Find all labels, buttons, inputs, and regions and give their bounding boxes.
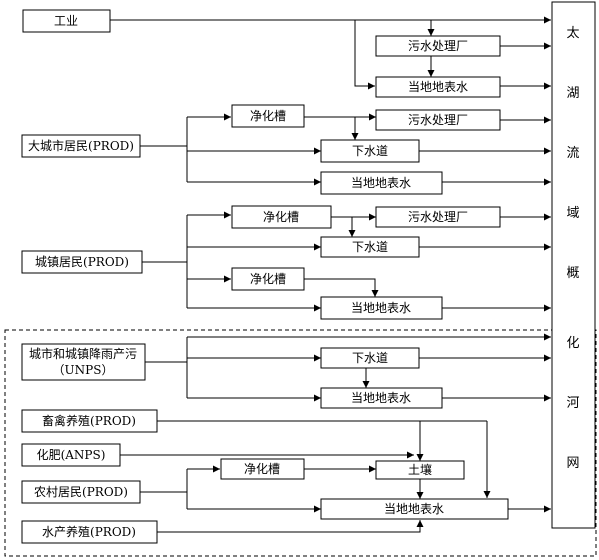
node-wwtp-2-label: 污水处理厂 <box>408 113 468 127</box>
node-soil: 土壤 <box>375 460 465 480</box>
node-septic-tank-2-label: 净化槽 <box>263 210 299 224</box>
node-big-city-residents-label: 大城市居民(PROD) <box>28 138 134 153</box>
node-soil-label: 土壤 <box>408 462 432 477</box>
node-septic-tank-4: 净化槽 <box>220 458 305 480</box>
taihu-char-5: 概 <box>566 266 579 281</box>
node-livestock-label: 畜禽养殖(PROD) <box>42 413 136 428</box>
node-rural-residents: 农村居民(PROD) <box>21 480 141 504</box>
node-urban-rain-pollution: 城市和城镇降雨产污 （UNPS） <box>21 343 146 381</box>
node-surface-water-5: 当地地表水 <box>320 498 509 520</box>
node-big-city-residents: 大城市居民(PROD) <box>21 134 141 158</box>
node-septic-tank-1: 净化槽 <box>231 104 305 128</box>
node-septic-tank-4-label: 净化槽 <box>244 462 280 476</box>
node-aquaculture: 水产养殖(PROD) <box>21 520 158 544</box>
node-aquaculture-label: 水产养殖(PROD) <box>42 524 136 539</box>
taihu-char-1: 太 <box>566 26 579 41</box>
taihu-char-8: 网 <box>566 456 579 471</box>
connectors <box>110 16 551 533</box>
node-surface-water-1-label: 当地地表水 <box>408 80 468 94</box>
node-wwtp-2: 污水处理厂 <box>375 109 501 131</box>
node-wwtp-1: 污水处理厂 <box>375 35 501 57</box>
node-wwtp-1-label: 污水处理厂 <box>408 39 468 53</box>
node-septic-tank-3-label: 净化槽 <box>250 272 286 286</box>
node-sewer-3: 下水道 <box>320 347 420 369</box>
node-surface-water-3: 当地地表水 <box>320 296 443 320</box>
taihu-char-3: 流 <box>566 146 579 161</box>
taihu-char-2: 湖 <box>566 86 579 101</box>
node-urban-rain-pollution-label-1: 城市和城镇降雨产污 <box>29 346 137 361</box>
node-surface-water-1: 当地地表水 <box>375 76 501 98</box>
node-town-residents-label: 城镇居民(PROD) <box>35 255 129 269</box>
node-surface-water-2-label: 当地地表水 <box>351 176 411 190</box>
taihu-char-4: 域 <box>566 206 579 221</box>
node-surface-water-4: 当地地表水 <box>320 387 443 409</box>
node-sewer-2-label: 下水道 <box>352 240 388 254</box>
node-septic-tank-3: 净化槽 <box>231 267 305 291</box>
node-septic-tank-1-label: 净化槽 <box>250 109 286 123</box>
node-sewer-2: 下水道 <box>320 236 420 258</box>
node-sewer-3-label: 下水道 <box>352 351 388 365</box>
node-industry-label: 工业 <box>54 14 78 28</box>
node-rural-residents-label: 农村居民(PROD) <box>34 485 128 499</box>
node-surface-water-4-label: 当地地表水 <box>351 391 411 405</box>
node-wwtp-3-label: 污水处理厂 <box>408 210 468 224</box>
node-town-residents: 城镇居民(PROD) <box>21 250 143 274</box>
node-sewer-1-label: 下水道 <box>352 144 388 158</box>
node-surface-water-3-label: 当地地表水 <box>351 301 411 315</box>
node-industry: 工业 <box>22 9 111 33</box>
node-surface-water-5-label: 当地地表水 <box>384 502 444 516</box>
node-urban-rain-pollution-label-2: （UNPS） <box>53 363 114 377</box>
node-fertilizer-label: 化肥(ANPS) <box>37 448 106 462</box>
node-septic-tank-2: 净化槽 <box>231 205 332 229</box>
node-livestock: 畜禽养殖(PROD) <box>21 409 158 433</box>
taihu-char-6: 化 <box>566 336 579 351</box>
node-taihu-river-network: 太 湖 流 域 概 化 河 网 <box>551 1 596 529</box>
node-wwtp-3: 污水处理厂 <box>375 206 501 228</box>
nonpoint-source-region <box>4 329 597 557</box>
node-fertilizer: 化肥(ANPS) <box>21 443 121 467</box>
node-surface-water-2: 当地地表水 <box>320 171 443 195</box>
node-sewer-1: 下水道 <box>320 139 420 163</box>
taihu-char-7: 河 <box>566 396 579 411</box>
